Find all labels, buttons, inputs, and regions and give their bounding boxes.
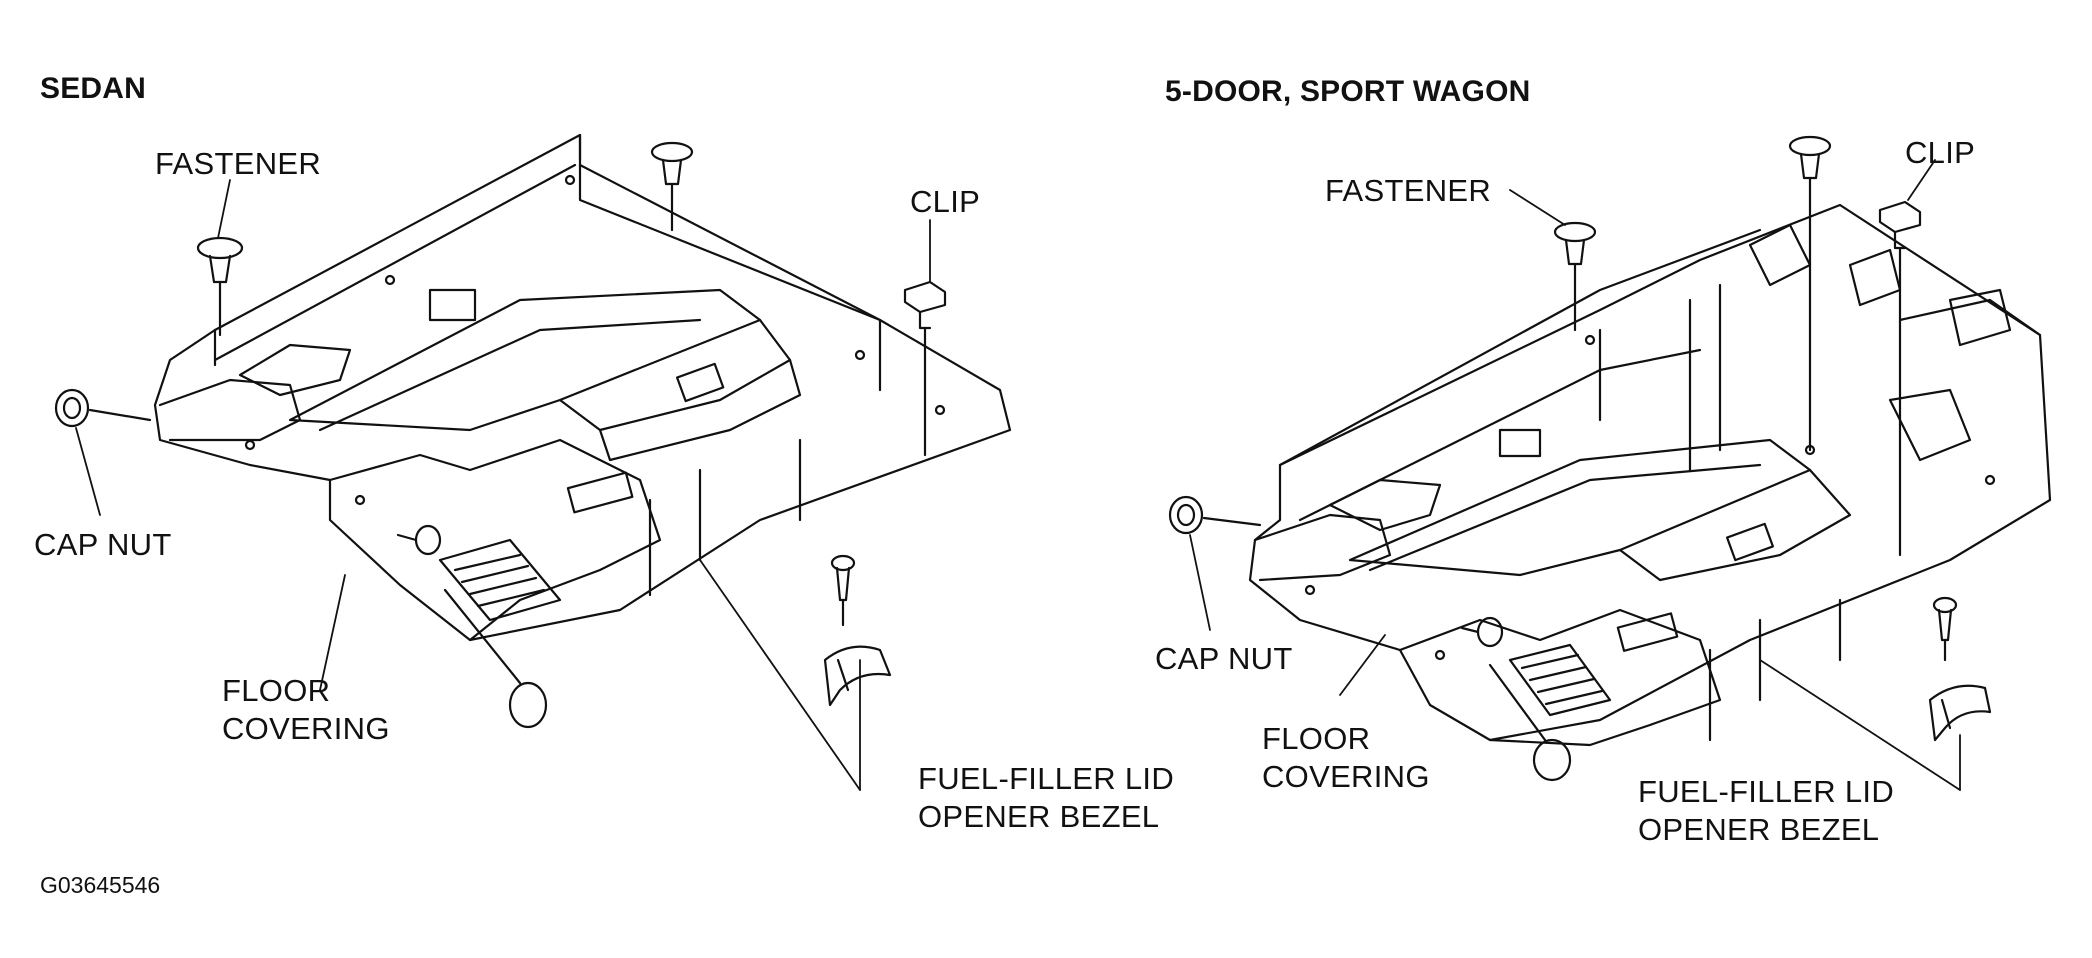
sedan-fastener-label: FASTENER bbox=[155, 146, 322, 181]
wagon-floor-covering bbox=[1248, 203, 2052, 747]
sedan-clip-icon bbox=[903, 280, 947, 457]
wagon-plug-icon bbox=[1488, 663, 1572, 782]
sedan-fastener-2-icon bbox=[650, 141, 694, 232]
wagon-cap-nut-icon bbox=[1168, 495, 1262, 535]
wagon-fuel-filler-bezel-icon bbox=[1928, 684, 1992, 742]
wagon-fastener-icon bbox=[1553, 221, 1597, 332]
sedan-pin-icon bbox=[396, 524, 442, 556]
figure-id: G03645546 bbox=[40, 872, 161, 898]
wagon-bezel-label-line2: OPENER BEZEL bbox=[1638, 812, 1880, 847]
sedan-fastener-icon bbox=[196, 236, 244, 337]
wagon-screw-icon bbox=[1932, 596, 1958, 662]
wagon-floor-covering-label-line1: FLOOR bbox=[1262, 721, 1371, 756]
sedan-clip-label: CLIP bbox=[910, 184, 981, 219]
sedan-floor-covering-label-line2: COVERING bbox=[222, 711, 390, 746]
wagon-heading: 5-DOOR, SPORT WAGON bbox=[1165, 75, 1531, 108]
wagon-bezel-label-line1: FUEL-FILLER LID bbox=[1638, 774, 1895, 809]
wagon-fastener-2-icon bbox=[1788, 135, 1832, 452]
wagon-pin-icon bbox=[1460, 616, 1504, 648]
sedan-heading: SEDAN bbox=[40, 72, 147, 105]
sedan-cap-nut-icon bbox=[54, 388, 152, 428]
sedan-floor-covering bbox=[153, 133, 1012, 642]
wagon-clip-icon bbox=[1878, 200, 1922, 557]
sedan-leader-lines bbox=[75, 179, 931, 791]
wagon-leader-lines bbox=[1189, 159, 1961, 791]
sedan-cap-nut-label: CAP NUT bbox=[34, 527, 172, 562]
sedan-plug-icon bbox=[443, 588, 548, 729]
wagon-cap-nut-label: CAP NUT bbox=[1155, 641, 1293, 676]
wagon-floor-covering-label-line2: COVERING bbox=[1262, 759, 1430, 794]
sedan-bezel-label-line2: OPENER BEZEL bbox=[918, 799, 1160, 834]
sedan-fuel-filler-bezel-icon bbox=[823, 645, 892, 707]
sedan-floor-covering-label-line1: FLOOR bbox=[222, 673, 331, 708]
sedan-screw-icon bbox=[830, 554, 856, 627]
wagon-fastener-label: FASTENER bbox=[1325, 173, 1492, 208]
wagon-clip-label: CLIP bbox=[1905, 135, 1976, 170]
sedan-bezel-label-line1: FUEL-FILLER LID bbox=[918, 761, 1175, 796]
